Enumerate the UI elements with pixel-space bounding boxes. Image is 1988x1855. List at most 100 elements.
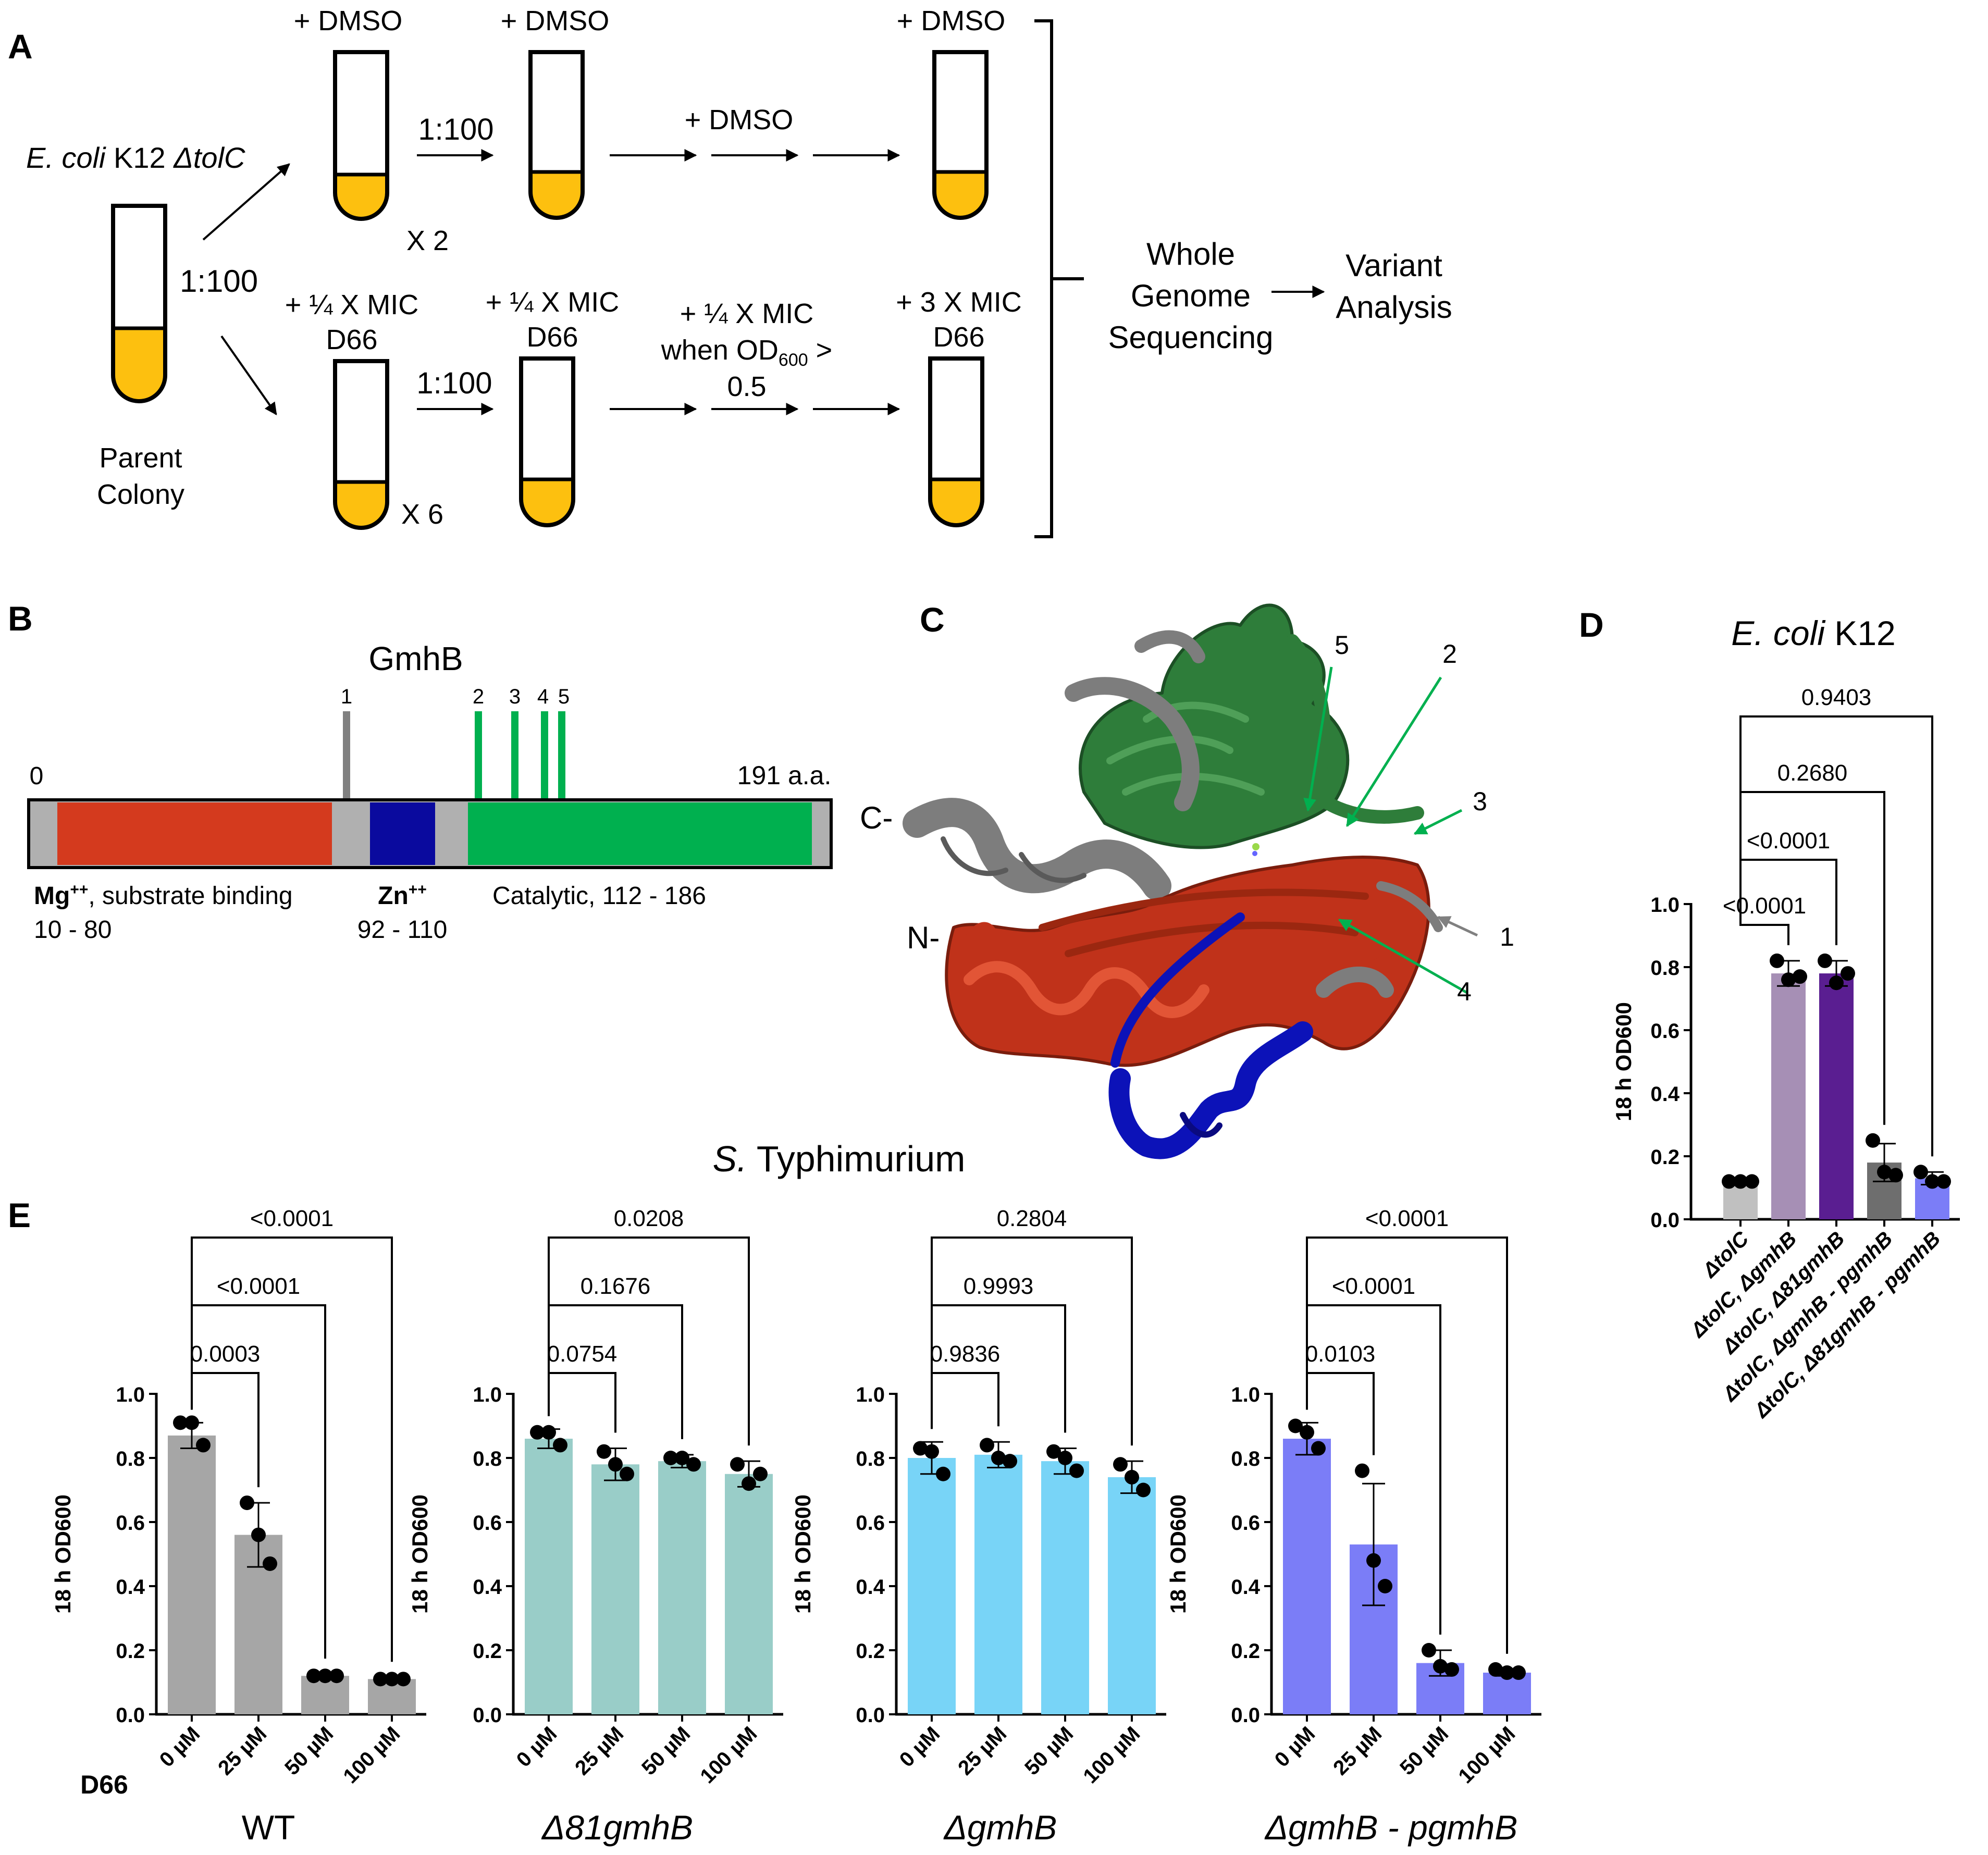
data-point xyxy=(306,1668,321,1684)
p-value-label: 0.0754 xyxy=(547,1341,618,1367)
domain-catalytic xyxy=(468,802,812,865)
x-tick-label: 25 µM xyxy=(954,1722,1011,1779)
y-axis-label: 18 h OD600 xyxy=(791,1494,815,1614)
domain-zn-label: Zn++ xyxy=(378,881,427,910)
data-point xyxy=(1818,953,1832,968)
bracket xyxy=(1034,19,1084,538)
panel-e-super-title-serovar: Typhimurium xyxy=(747,1139,966,1179)
data-point xyxy=(924,1444,939,1459)
bottom-tube-1 xyxy=(333,359,389,530)
parent-label-2: Colony xyxy=(97,479,184,510)
p-value-label: 0.9993 xyxy=(964,1273,1034,1299)
site-label-2: 2 xyxy=(473,685,484,708)
top-tube-1 xyxy=(333,50,389,221)
data-point xyxy=(1722,1174,1736,1189)
bottom-row: + ¼ X MIC D66 + ¼ X MIC D66 + ¼ X MIC wh… xyxy=(285,287,1022,530)
data-point xyxy=(686,1457,701,1472)
y-tick-label: 1.0 xyxy=(116,1383,145,1406)
bottom-between-2: when OD600 > xyxy=(661,335,832,370)
p-value-label: 0.1676 xyxy=(581,1273,651,1299)
site-arrow-label-3: 3 xyxy=(1473,787,1487,816)
panel-e-super-title: S. Typhimurium xyxy=(713,1139,966,1179)
bar xyxy=(591,1464,639,1714)
top-tube-2 xyxy=(528,50,585,220)
variant-label-2: Analysis xyxy=(1336,290,1452,325)
data-point xyxy=(1366,1553,1381,1568)
bottom-dilution: 1:100 xyxy=(416,366,492,400)
site-arrow-2 xyxy=(1345,676,1442,827)
y-axis-label: 18 h OD600 xyxy=(408,1494,432,1614)
panel-e-title-d81gmhb: Δ81gmhB xyxy=(541,1808,693,1847)
y-tick-label: 0.6 xyxy=(1650,1020,1680,1043)
x-tick-label: 50 µM xyxy=(1020,1722,1078,1779)
domain-zn-bold: Zn xyxy=(378,882,409,910)
x-tick-label: 25 µM xyxy=(1329,1722,1386,1779)
panel-e-super-title-genus: S. xyxy=(713,1139,747,1179)
bar xyxy=(1108,1477,1156,1714)
bottom-tube-2 xyxy=(519,356,575,527)
significance-bracket xyxy=(548,1372,616,1433)
y-tick-label: 0.4 xyxy=(1650,1083,1680,1106)
chart-ecoli-k12: 0.00.20.40.60.81.018 h OD600ΔtolCΔtolC, … xyxy=(1611,685,1960,1423)
bottom-replicates: X 6 xyxy=(401,499,443,530)
branch-arrow-bottom xyxy=(220,335,277,415)
d66-axis-label: D66 xyxy=(80,1770,128,1799)
data-point xyxy=(991,1451,1006,1465)
y-tick-label: 0.6 xyxy=(116,1512,145,1535)
y-tick-label: 1.0 xyxy=(856,1383,885,1406)
y-tick-label: 0.2 xyxy=(1231,1640,1260,1663)
n-terminus-label: N- xyxy=(907,920,940,955)
branch-arrow-top xyxy=(202,163,290,241)
x-tick-label: 100 µM xyxy=(339,1722,404,1788)
domain-mg-sup: ++ xyxy=(70,881,88,898)
p-value-label: 0.9836 xyxy=(930,1341,1001,1367)
c-terminus-label: C- xyxy=(860,800,893,835)
panel-c: C C- xyxy=(860,600,1514,1159)
data-point xyxy=(1829,975,1844,991)
bottom-tube3-label-1: + 3 X MIC xyxy=(896,287,1022,318)
data-point xyxy=(553,1438,567,1453)
panel-d-title-strain: K12 xyxy=(1825,614,1896,652)
top-between-label: + DMSO xyxy=(685,104,794,135)
data-point xyxy=(1913,1165,1928,1180)
data-point xyxy=(1781,972,1796,987)
domain-mg-label: Mg++, substrate binding xyxy=(34,881,293,910)
bottom-between-1: + ¼ X MIC xyxy=(680,298,814,329)
data-point xyxy=(1770,953,1784,968)
data-point xyxy=(1311,1441,1326,1456)
bar xyxy=(1041,1461,1089,1714)
p-value-label: 0.0003 xyxy=(190,1341,261,1367)
y-tick-label: 0.4 xyxy=(116,1576,145,1599)
x-tick-label: 0 µM xyxy=(512,1722,562,1772)
domain-zn-range: 92 - 110 xyxy=(357,916,448,944)
y-axis-label: 18 h OD600 xyxy=(1611,1002,1636,1121)
data-point xyxy=(1444,1662,1459,1677)
data-point xyxy=(196,1438,211,1453)
site-label-3: 3 xyxy=(509,685,521,708)
data-point xyxy=(173,1415,188,1430)
x-tick-label: 50 µM xyxy=(280,1722,338,1779)
data-point xyxy=(1888,1168,1903,1183)
site-arrow-label-5: 5 xyxy=(1335,630,1349,660)
panel-e-letter: E xyxy=(8,1196,31,1234)
bottom-tube3-label-2: D66 xyxy=(933,321,984,353)
data-point xyxy=(1113,1457,1128,1472)
data-point xyxy=(1936,1174,1951,1189)
y-axis-label: 18 h OD600 xyxy=(1166,1494,1190,1614)
y-tick-label: 0.4 xyxy=(1231,1576,1260,1599)
wgs-label-1: Whole xyxy=(1146,237,1235,271)
y-tick-label: 1.0 xyxy=(1650,894,1680,917)
data-point xyxy=(742,1476,756,1491)
data-point xyxy=(1866,1133,1880,1148)
top-dilution: 1:100 xyxy=(418,113,493,146)
x-tick-label: 25 µM xyxy=(214,1722,271,1779)
domain-bar-outline xyxy=(27,798,833,869)
data-point xyxy=(541,1425,556,1440)
domain-end: 191 a.a. xyxy=(737,761,832,790)
bottom-between-2-end: > xyxy=(808,335,833,366)
top-tube2-label: + DMSO xyxy=(501,5,610,36)
site-arrow-label-2: 2 xyxy=(1442,639,1457,669)
domain-mg-rest: , substrate binding xyxy=(88,882,292,910)
data-point xyxy=(1136,1482,1151,1498)
